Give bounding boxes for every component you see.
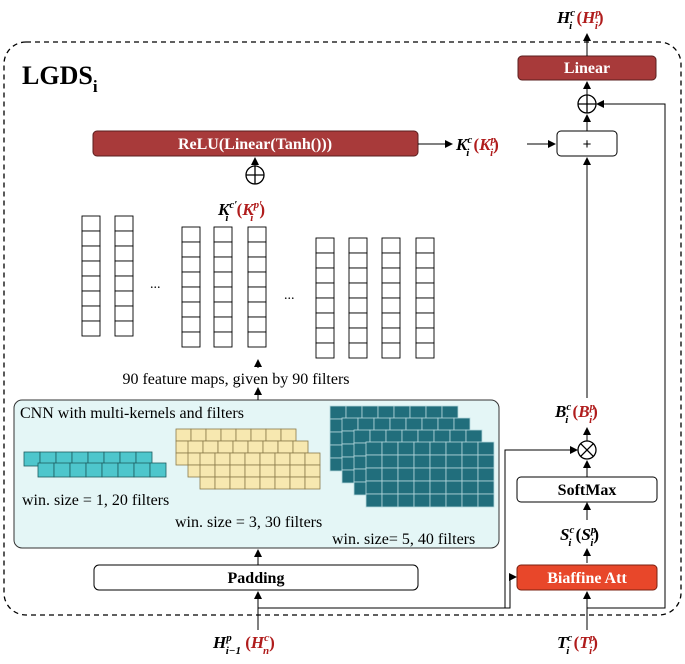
win5-label: win. size= 5, 40 filters <box>332 531 475 548</box>
feature-map-column <box>114 215 134 337</box>
kernel-groups <box>23 405 495 508</box>
kernel-win1-layer <box>37 462 167 478</box>
feature-map-column <box>315 237 335 359</box>
add-block-label: + <box>583 136 592 153</box>
kernel-win5-layer <box>365 441 495 508</box>
feature-maps-caption: 90 feature maps, given by 90 filters <box>122 371 349 388</box>
relu-linear-tanh-label: ReLU(Linear(Tanh())) <box>178 136 332 153</box>
padding-block <box>93 564 419 591</box>
svg-text:Hpi−1 (Hcn): Hpi−1 (Hcn) <box>212 632 275 657</box>
feature-map-column <box>348 237 368 359</box>
cnn-title: CNN with multi-kernels and filters <box>20 405 244 422</box>
svg-text:Sci (Spi): Sci (Spi) <box>560 524 599 549</box>
oplus-residual <box>577 94 597 114</box>
linear-block-label: Linear <box>564 60 610 77</box>
feature-map-column <box>381 237 401 359</box>
ellipsis-1: ... <box>150 277 161 292</box>
module-border <box>3 41 682 616</box>
svg-text:Tci (Tpi): Tci (Tpi) <box>557 632 598 657</box>
svg-text:Hci (Hpi): Hci (Hpi) <box>556 7 604 32</box>
feature-maps <box>81 215 435 368</box>
padding-label: Padding <box>228 570 285 587</box>
feature-map-column <box>213 226 233 348</box>
module-title: LGDSi <box>22 61 98 96</box>
svg-text:Bci (Bpi): Bci (Bpi) <box>554 401 598 426</box>
biaffine-block <box>516 564 658 591</box>
k-prime-label: Kc′i (Kp′i) <box>217 199 265 224</box>
softmax-label: SoftMax <box>558 482 617 499</box>
win3-label: win. size = 3, 30 filters <box>175 514 322 531</box>
feature-map-column <box>247 226 267 348</box>
otimes-operator <box>577 440 597 460</box>
feature-map-column <box>181 226 201 348</box>
svg-text:Kc′i (Kp′i): Kc′i (Kp′i) <box>217 199 265 224</box>
win1-label: win. size = 1, 20 filters <box>22 492 169 509</box>
feature-map-column <box>81 215 101 337</box>
ellipsis-2: ... <box>284 288 295 303</box>
biaffine-label: Biaffine Att <box>547 570 627 587</box>
oplus-feature <box>245 165 265 185</box>
feature-map-column <box>415 237 435 359</box>
svg-text:Kci (Kpi): Kci (Kpi) <box>455 134 499 159</box>
kernel-win3-layer <box>199 452 321 490</box>
